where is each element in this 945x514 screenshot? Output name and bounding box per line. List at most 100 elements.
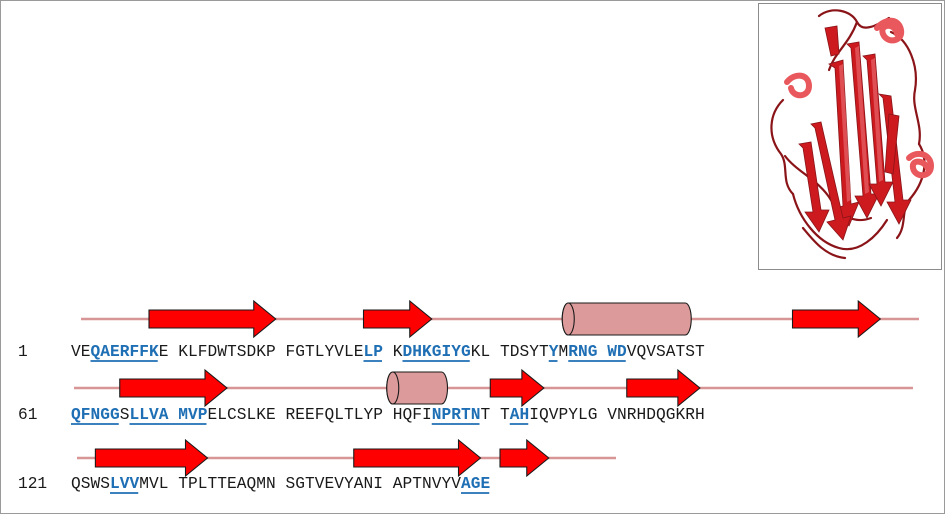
residue: T [344,406,354,424]
residue: T [208,475,218,493]
residue: E [305,406,315,424]
residue: D [247,343,257,361]
residue-number: 121 [18,475,47,493]
residue: L [354,406,364,424]
residue: N [617,406,627,424]
residue: Y [344,475,354,493]
residue: K [393,343,403,361]
residue: N [266,475,276,493]
strand-residue: A [100,343,110,361]
residue-number: 61 [18,406,37,424]
strand-residue: T [461,406,471,424]
residue: T [217,475,227,493]
residue: S [685,343,695,361]
beta-strand-arrow [489,368,545,408]
strand-residue: Q [71,406,81,424]
residue: E [266,406,276,424]
residue: H [637,406,647,424]
residue: T [412,475,422,493]
strand-residue: L [139,406,149,424]
residue: Q [325,406,335,424]
strand-residue: N [432,406,442,424]
residue: E [159,343,169,361]
residue: S [237,406,247,424]
strand-residue: N [578,343,588,361]
residue: E [354,343,364,361]
residue: R [286,406,296,424]
beta-strand-arrow [353,438,482,478]
residue: P [266,343,276,361]
beta-strand-arrow [626,368,701,408]
strand-residue: E [110,343,120,361]
residue: Q [539,406,549,424]
residue: T [227,343,237,361]
residue: L [159,475,169,493]
strand-residue: V [130,475,140,493]
residue: D [208,343,218,361]
residue: T [695,343,705,361]
strand-residue: Y [549,343,559,361]
residue: F [286,343,296,361]
strand-residue: N [471,406,481,424]
beta-strand-arrow [148,299,277,339]
residue: T [305,343,315,361]
residue: V [627,343,637,361]
residue: Y [568,406,578,424]
residue: A [393,475,403,493]
residue: G [666,406,676,424]
strand-residue: Q [91,343,101,361]
strand-residue: A [510,406,520,424]
residue: L [578,406,588,424]
residue: H [695,406,705,424]
residue: F [198,343,208,361]
strand-residue: M [178,406,188,424]
residue: K [676,406,686,424]
residue: E [227,475,237,493]
residue: R [627,406,637,424]
residue: P [403,475,413,493]
residue: I [422,406,432,424]
residue: T [481,406,491,424]
strand-residue: G [432,343,442,361]
residue: L [198,475,208,493]
residue: E [325,475,335,493]
residue: V [549,406,559,424]
residue: S [120,406,130,424]
beta-strand-arrow [362,299,433,339]
residue: S [286,475,296,493]
residue: L [334,406,344,424]
residue: K [178,343,188,361]
residue: S [237,343,247,361]
strand-residue: D [617,343,627,361]
residue: K [256,406,266,424]
residue: Y [325,343,335,361]
residue: L [344,343,354,361]
residue: T [500,343,510,361]
residue: S [656,343,666,361]
residue: T [539,343,549,361]
strand-residue: D [403,343,413,361]
alpha-helix-cap [386,371,400,405]
strand-residue: G [461,343,471,361]
residue: L [217,406,227,424]
residue: P [188,475,198,493]
strand-residue: R [451,406,461,424]
residue: T [500,406,510,424]
residue: G [295,475,305,493]
residue: L [247,406,257,424]
strand-residue: G [100,406,110,424]
residue: F [315,406,325,424]
beta-strand-arrow [499,438,550,478]
strand-residue: R [120,343,130,361]
strand-residue: P [373,343,383,361]
strand-residue: L [364,343,374,361]
strand-residue: R [568,343,578,361]
strand-residue: N [91,406,101,424]
residue: S [81,475,91,493]
residue: C [227,406,237,424]
ribbon-highlights [839,46,883,202]
residue: W [91,475,101,493]
strand-residue: Y [451,343,461,361]
